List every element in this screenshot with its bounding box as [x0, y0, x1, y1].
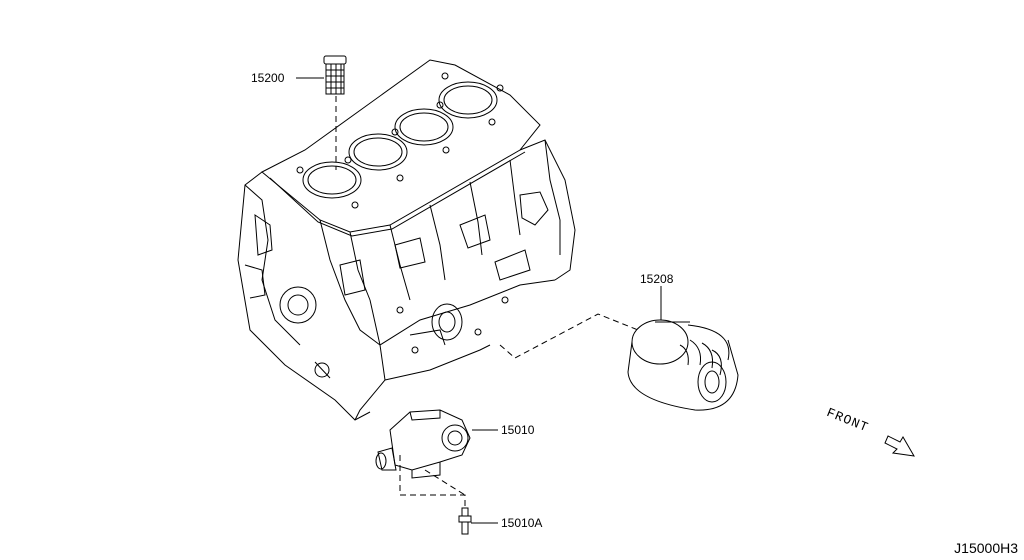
part-number-15200: 15200: [251, 71, 285, 85]
leader-lines: [335, 96, 639, 510]
bolt-part: [458, 507, 472, 535]
oil-filter-part: [627, 319, 739, 411]
oil-pump-part: [375, 409, 471, 479]
callout-lines: [296, 77, 662, 524]
part-number-15010A: 15010A: [501, 516, 543, 530]
part-number-15208: 15208: [640, 272, 674, 286]
front-arrow-icon: [884, 435, 915, 457]
diagram-code: J15000H3: [954, 540, 1018, 556]
strainer-part: [323, 55, 347, 95]
part-number-15010: 15010: [501, 423, 535, 437]
cylinder-block: [237, 59, 576, 421]
